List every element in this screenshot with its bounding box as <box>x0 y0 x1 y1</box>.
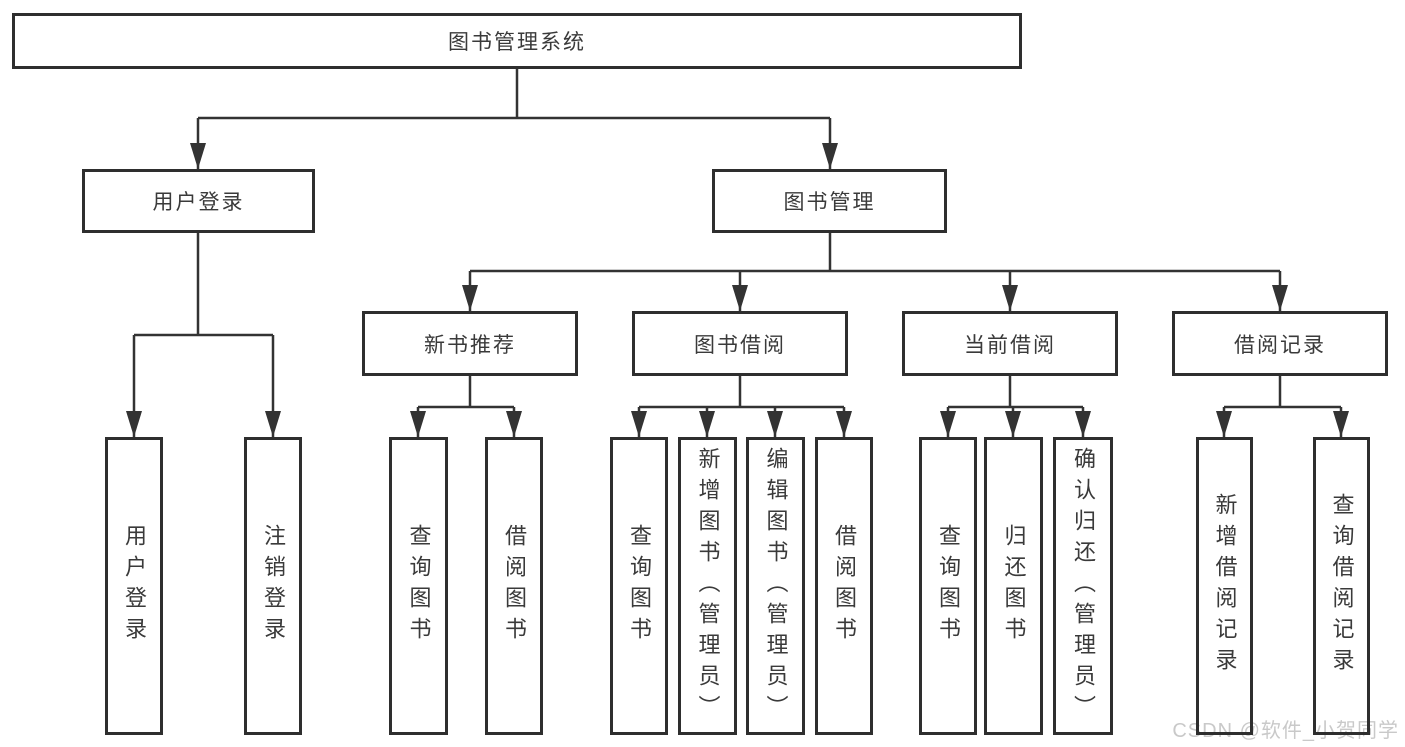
node-label: 归还图书 <box>1001 524 1027 648</box>
csdn-watermark: CSDN @软件_小贺同学 <box>1172 720 1399 742</box>
node-label: 图书借阅 <box>694 333 786 357</box>
node-label: 注销登录 <box>261 524 286 648</box>
node-label: 查询图书 <box>406 524 432 648</box>
node-root: 图书管理系统 <box>12 13 1022 69</box>
node-user-login: 用户登录 <box>82 169 315 233</box>
node-book-management: 图书管理 <box>712 169 947 233</box>
arrowhead-icons <box>126 143 1349 437</box>
node-label: 用户登录 <box>122 524 147 648</box>
node-label: 图书管理系统 <box>448 31 586 54</box>
leaf-current-query-books: 查询图书 <box>919 437 977 735</box>
leaf-user-login: 用户登录 <box>105 437 163 735</box>
leaf-recommend-borrow-books: 借阅图书 <box>485 437 543 735</box>
node-label: 图书管理 <box>783 191 876 214</box>
leaf-current-confirm-return-admin: 确认归还（管理员） <box>1053 437 1113 735</box>
node-label: 新书推荐 <box>424 333 516 357</box>
leaf-logout: 注销登录 <box>244 437 302 735</box>
connector-lines <box>132 69 1343 437</box>
node-label: 确认归还（管理员） <box>1071 446 1096 726</box>
leaf-current-return-books: 归还图书 <box>984 437 1043 735</box>
node-borrow-records: 借阅记录 <box>1172 311 1388 376</box>
leaf-borrow-borrow-books: 借阅图书 <box>815 437 873 735</box>
node-label: 新增借阅记录 <box>1212 493 1238 679</box>
leaf-borrow-edit-books-admin: 编辑图书（管理员） <box>746 437 805 735</box>
node-label: 当前借阅 <box>964 333 1056 357</box>
node-label: 借阅图书 <box>502 524 527 648</box>
leaf-borrow-add-books-admin: 新增图书（管理员） <box>678 437 737 735</box>
node-new-book-recommend: 新书推荐 <box>362 311 578 376</box>
node-book-borrow: 图书借阅 <box>632 311 848 376</box>
leaf-borrow-query-books: 查询图书 <box>610 437 668 735</box>
leaf-recommend-query-books: 查询图书 <box>389 437 448 735</box>
leaf-records-add-record: 新增借阅记录 <box>1196 437 1253 735</box>
node-label: 新增图书（管理员） <box>695 446 721 726</box>
node-label: 查询图书 <box>627 524 652 648</box>
node-label: 借阅图书 <box>832 524 857 648</box>
node-current-borrow: 当前借阅 <box>902 311 1118 376</box>
node-label: 查询图书 <box>936 524 961 648</box>
node-label: 借阅记录 <box>1234 333 1326 357</box>
leaf-records-query-record: 查询借阅记录 <box>1313 437 1370 735</box>
node-label: 用户登录 <box>152 191 245 214</box>
node-label: 编辑图书（管理员） <box>763 446 789 726</box>
node-label: 查询借阅记录 <box>1329 493 1355 679</box>
